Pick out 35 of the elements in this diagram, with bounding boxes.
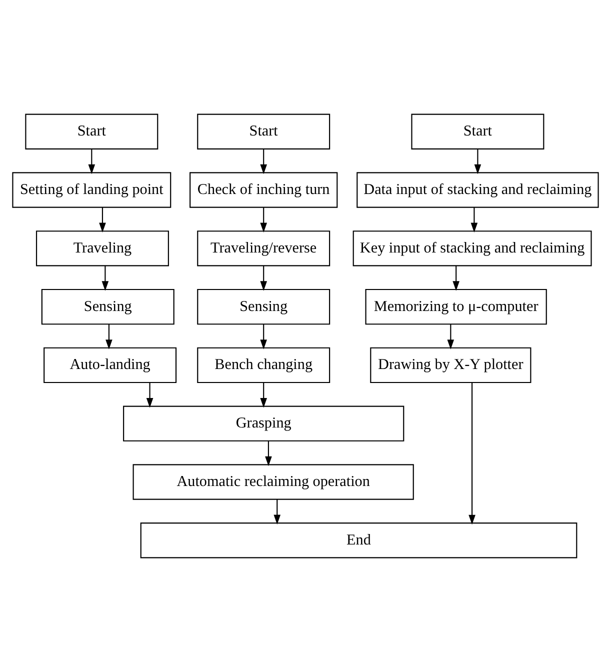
node-box: Start <box>411 113 544 149</box>
arrow <box>106 324 112 349</box>
arrow <box>474 148 482 174</box>
node-box: Start <box>197 113 330 149</box>
arrow <box>470 207 478 232</box>
arrow <box>146 382 154 408</box>
node-box: Traveling/reverse <box>197 230 330 266</box>
node-box: Key input of stacking and reclaiming <box>352 230 592 266</box>
node-box: Traveling <box>36 230 169 266</box>
arrow <box>260 148 267 174</box>
arrow <box>260 207 267 232</box>
arrow <box>447 324 454 349</box>
arrow <box>452 265 460 290</box>
node-box: Sensing <box>197 288 330 324</box>
arrow <box>260 324 267 349</box>
node-box: End <box>140 522 578 558</box>
arrow <box>260 382 267 408</box>
node-box: Data input of stacking and reclaiming <box>356 172 599 208</box>
node-box: Memorizing to μ-computer <box>365 288 547 324</box>
node-box: Sensing <box>41 288 174 324</box>
arrow <box>102 265 109 290</box>
node-box: Auto-landing <box>44 346 177 383</box>
node-box: Grasping <box>123 405 404 441</box>
node-box: Check of inching turn <box>190 172 338 208</box>
arrow <box>274 499 281 524</box>
node-box: Automatic reclaiming operation <box>132 464 414 500</box>
node-box: Bench changing <box>197 346 330 383</box>
arrow <box>468 382 476 524</box>
arrow <box>88 148 96 174</box>
node-box: Start <box>25 113 158 149</box>
arrow <box>99 207 106 232</box>
arrow <box>260 265 267 290</box>
arrow <box>265 440 272 466</box>
node-box: Drawing by X-Y plotter <box>370 346 532 383</box>
node-box: Setting of landing point <box>12 172 172 208</box>
